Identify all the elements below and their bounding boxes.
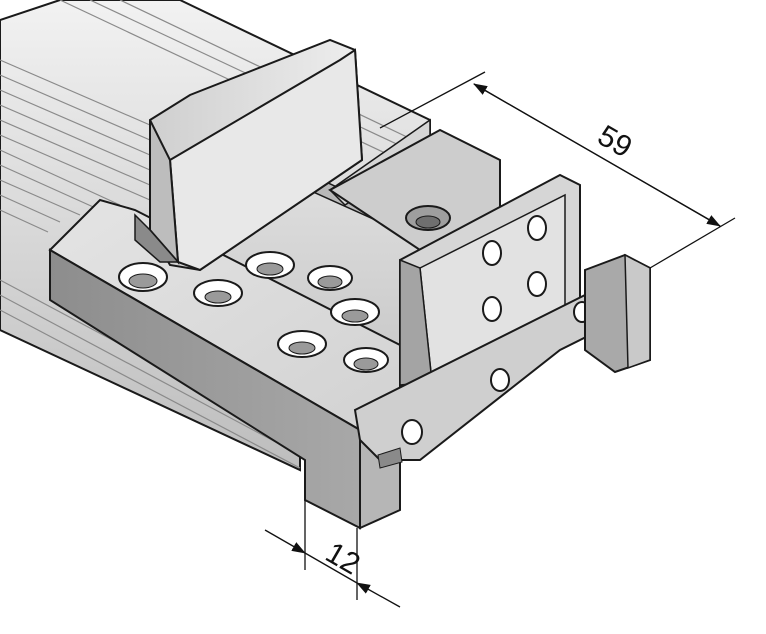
mounting-bracket (353, 173, 602, 469)
extension-line-depth-1 (379, 71, 486, 129)
dimension-depth (379, 71, 736, 269)
upper-carriage (328, 128, 501, 252)
dimension-thickness (264, 500, 401, 608)
bracket-holes (482, 215, 547, 322)
release-lever (134, 38, 364, 272)
dimension-depth-label: 59 (592, 119, 637, 164)
mounting-block (48, 198, 401, 530)
dimension-line-thickness-left (264, 529, 306, 554)
dimension-line-thickness-right (356, 582, 401, 608)
dimension-line-thickness-mid (304, 552, 358, 584)
dimension-thickness-label: 12 (320, 536, 365, 581)
end-plate (584, 253, 651, 374)
extension-line-depth-2 (649, 217, 736, 269)
